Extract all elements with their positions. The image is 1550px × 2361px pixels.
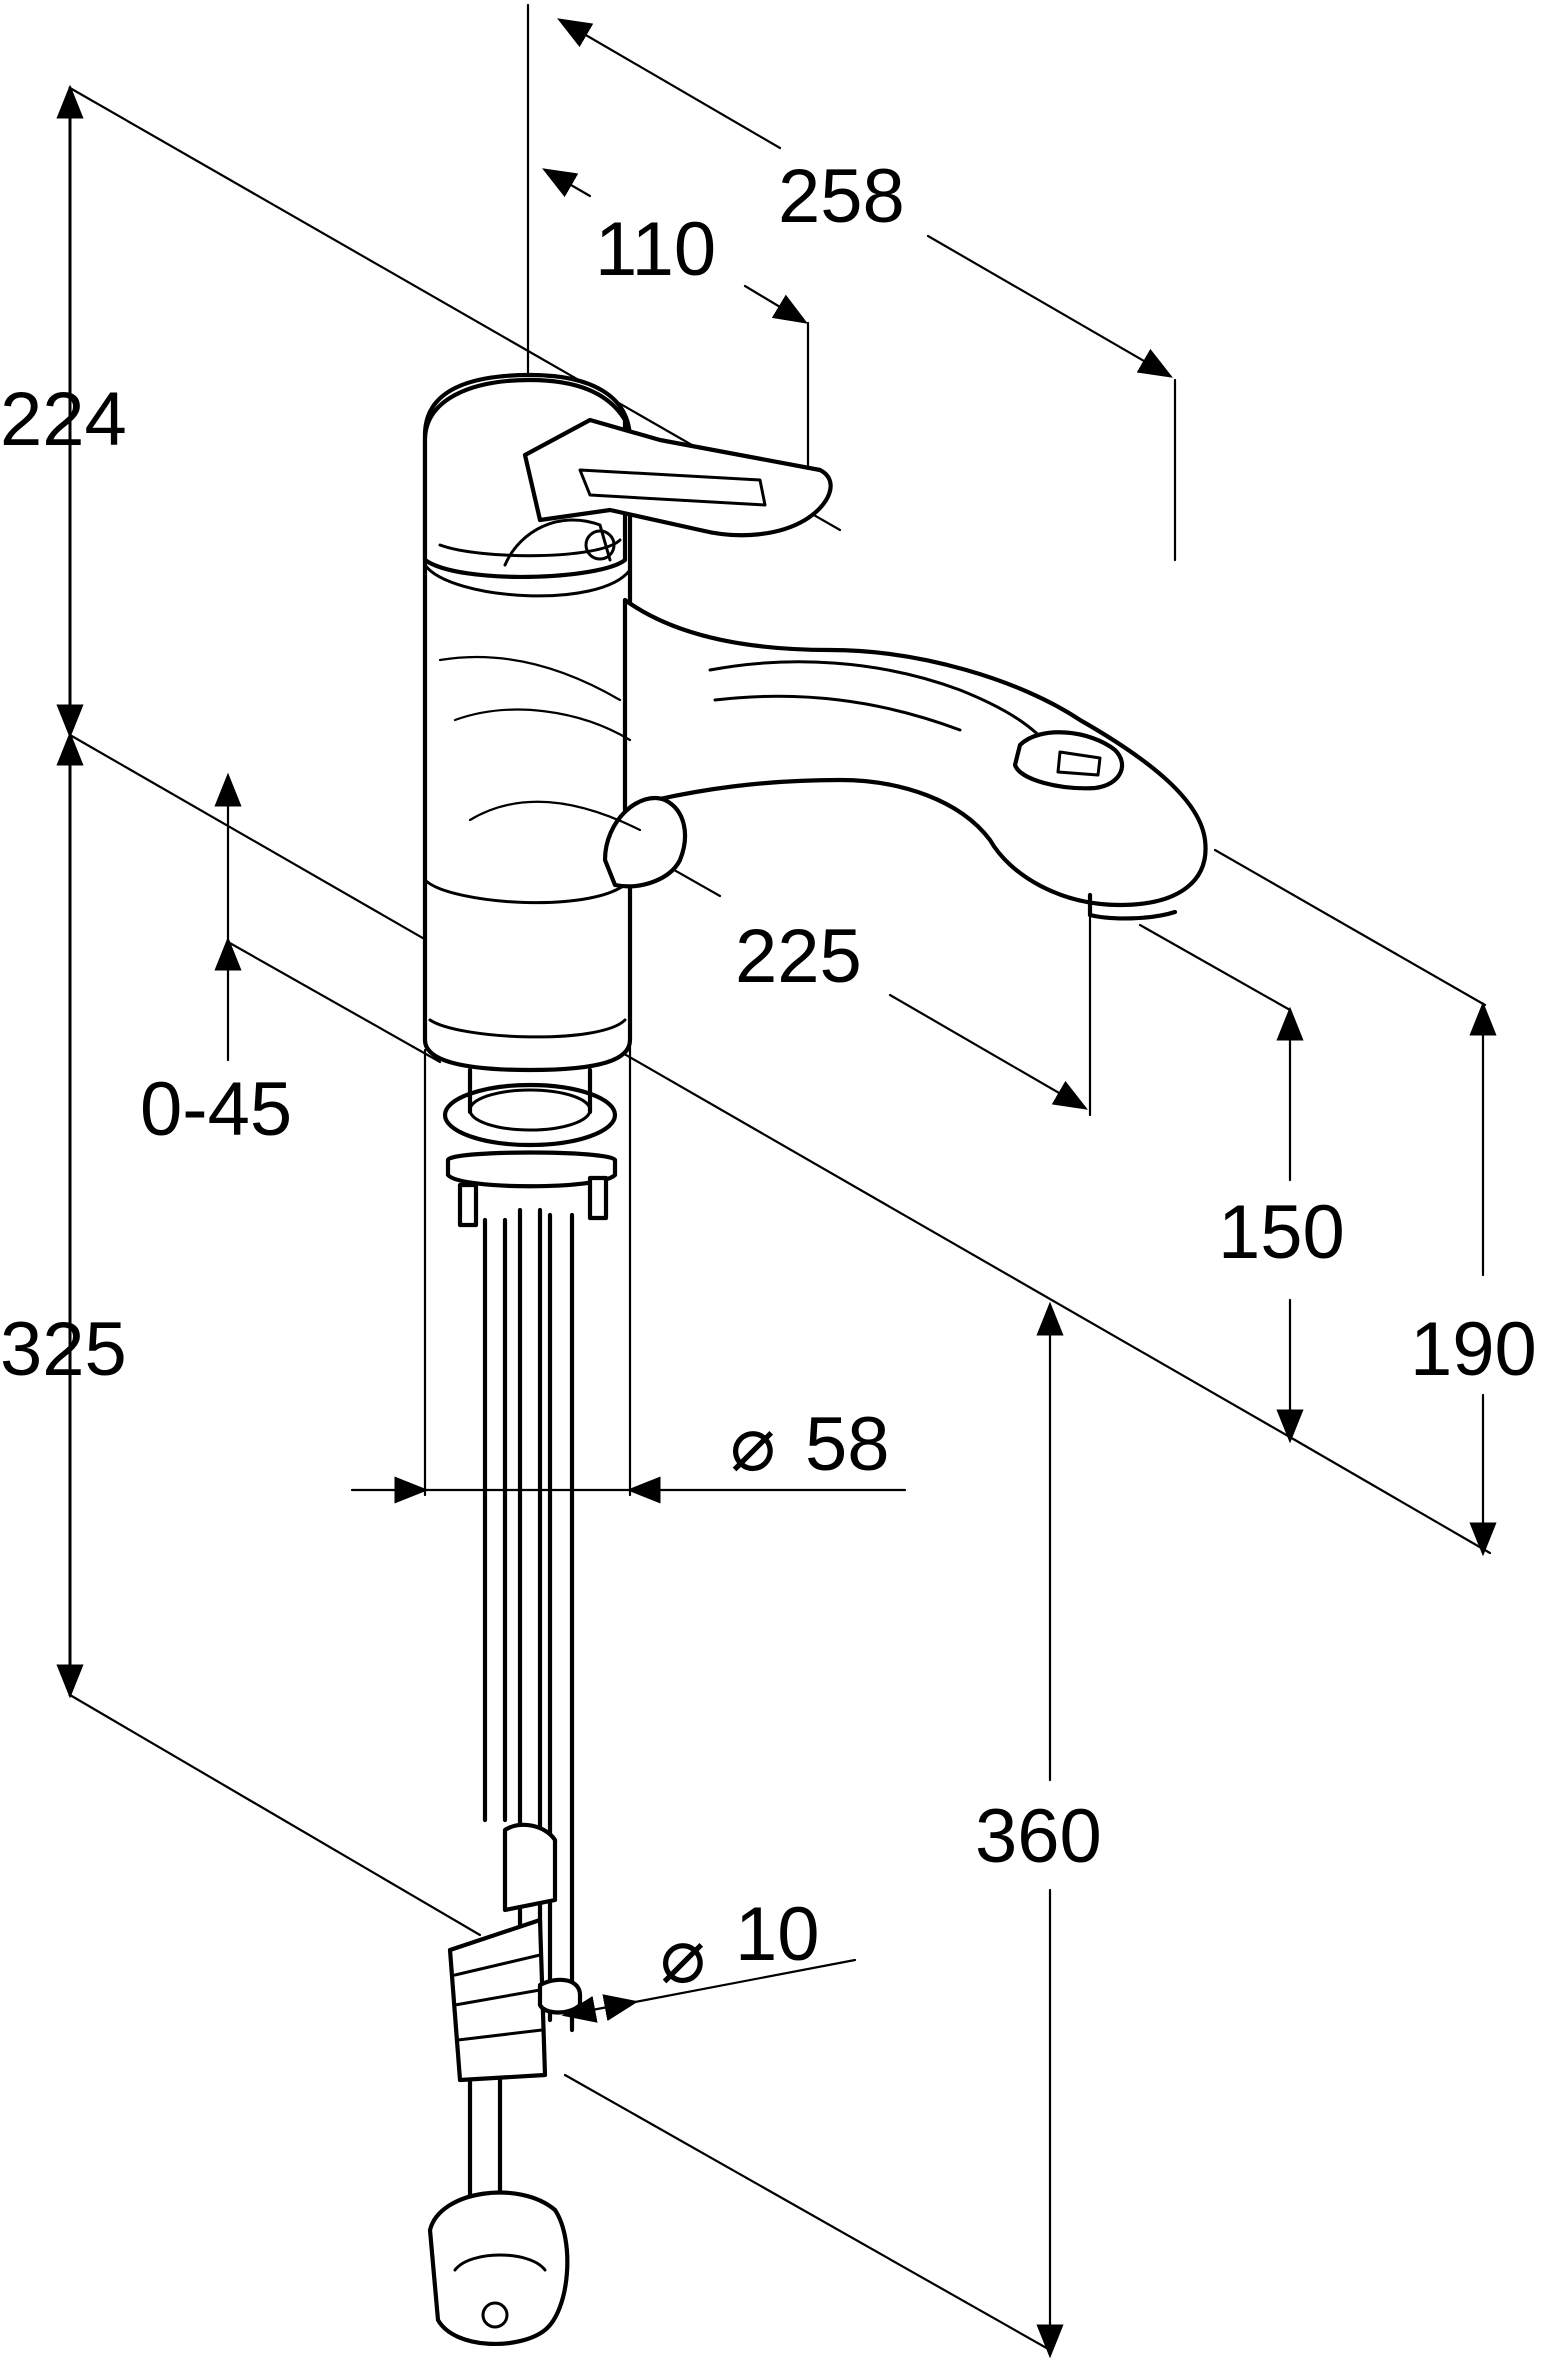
dim-outlet-height: 190 bbox=[1410, 1307, 1537, 1392]
dimension-labels: 258 110 224 225 0-45 150 190 325 ⌀ 58 36… bbox=[0, 154, 1537, 1999]
dim-hose-length: 360 bbox=[975, 1794, 1102, 1879]
diameter-symbol-10: ⌀ bbox=[660, 1914, 706, 1999]
dimension-lines bbox=[56, 3, 1497, 2359]
dim-base-diameter: 58 bbox=[805, 1402, 890, 1487]
dim-width-total: 258 bbox=[778, 154, 905, 239]
dim-base-height: 325 bbox=[0, 1307, 127, 1392]
dim-handle-offset: 110 bbox=[595, 207, 716, 292]
dim-spout-reach: 225 bbox=[735, 914, 862, 999]
dim-spout-clearance: 150 bbox=[1218, 1190, 1345, 1275]
diameter-symbol-58: ⌀ bbox=[730, 1402, 776, 1487]
faucet-body bbox=[422, 372, 1208, 1073]
dim-height-top: 224 bbox=[0, 377, 127, 462]
dim-swivel-range: 0-45 bbox=[140, 1067, 292, 1152]
mounting-hardware bbox=[427, 1067, 618, 2346]
dim-hose-diameter: 10 bbox=[735, 1892, 820, 1977]
